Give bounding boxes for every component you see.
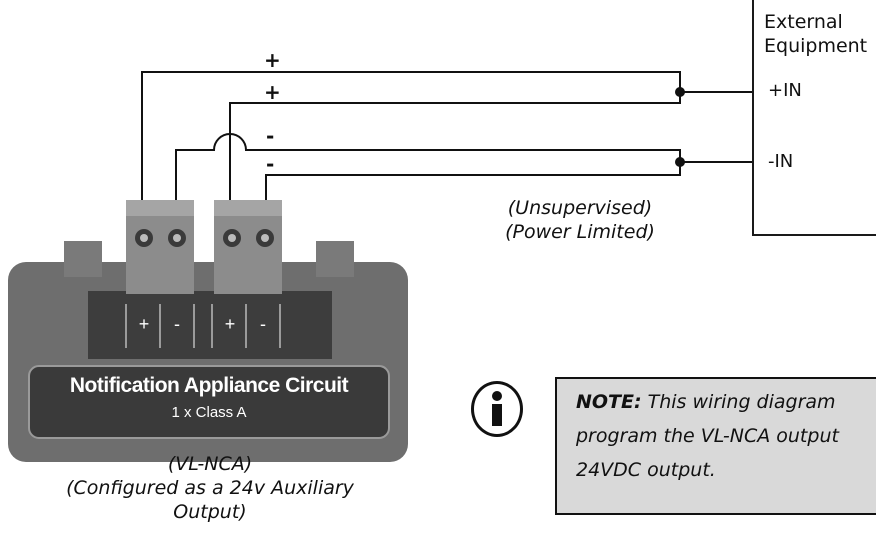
terminal-sign-3: + bbox=[224, 314, 236, 334]
module-caption-line2: (Configured as a 24v Auxiliary bbox=[66, 477, 354, 499]
pin-positive-label: +IN bbox=[768, 80, 802, 101]
wire-sign-top-plus: + bbox=[264, 48, 281, 72]
wire-positive-2 bbox=[229, 92, 681, 200]
module-caption: (VL-NCA) (Configured as a 24v Auxiliary … bbox=[40, 452, 380, 524]
module-title: Notification Appliance Circuit bbox=[69, 374, 349, 397]
module-subtitle: 1 x Class A bbox=[171, 404, 247, 421]
note-label: NOTE: bbox=[576, 391, 642, 413]
note-box bbox=[555, 377, 876, 515]
cable-note-line1: (Unsupervised) bbox=[507, 197, 653, 219]
wire-sign-top-minus: - bbox=[266, 124, 275, 148]
terminal-sign-2: - bbox=[174, 314, 180, 334]
terminal-block-left bbox=[126, 200, 194, 294]
module-caption-line3: Output) bbox=[173, 501, 247, 523]
module-top-right-tab bbox=[316, 241, 354, 277]
external-title-line2: Equipment bbox=[764, 35, 868, 57]
module-top-left-tab bbox=[64, 241, 102, 277]
cable-note: (Unsupervised) (Power Limited) bbox=[480, 196, 680, 244]
note-line2: program the VL-NCA output bbox=[576, 425, 839, 447]
module-terminal-strip bbox=[88, 291, 332, 359]
pin-negative-label: -IN bbox=[768, 151, 794, 172]
note-line1-rest: This wiring diagram bbox=[641, 391, 836, 413]
terminal-sign-4: - bbox=[260, 314, 266, 334]
wire-sign-second-minus: - bbox=[266, 152, 275, 176]
external-equipment-box bbox=[752, 0, 876, 236]
wire-sign-second-plus: + bbox=[264, 80, 281, 104]
external-title-line1: External bbox=[764, 11, 843, 33]
wire-positive-1 bbox=[141, 71, 681, 200]
terminal-sign-1: + bbox=[138, 314, 150, 334]
external-equipment-title: External Equipment bbox=[764, 10, 867, 58]
module-caption-line1: (VL-NCA) bbox=[167, 453, 253, 475]
junction-positive bbox=[675, 87, 685, 97]
wire-negative-2 bbox=[265, 162, 681, 200]
junction-negative bbox=[675, 157, 685, 167]
info-icon bbox=[471, 381, 523, 437]
module-label-panel bbox=[28, 365, 390, 439]
note-line3: 24VDC output. bbox=[576, 459, 716, 481]
cable-note-line2: (Power Limited) bbox=[505, 221, 655, 243]
wire-negative-1 bbox=[175, 133, 681, 200]
note-text: NOTE: This wiring diagram program the VL… bbox=[576, 385, 876, 487]
note-line1: NOTE: This wiring diagram bbox=[576, 385, 876, 419]
terminal-block-right bbox=[214, 200, 282, 294]
